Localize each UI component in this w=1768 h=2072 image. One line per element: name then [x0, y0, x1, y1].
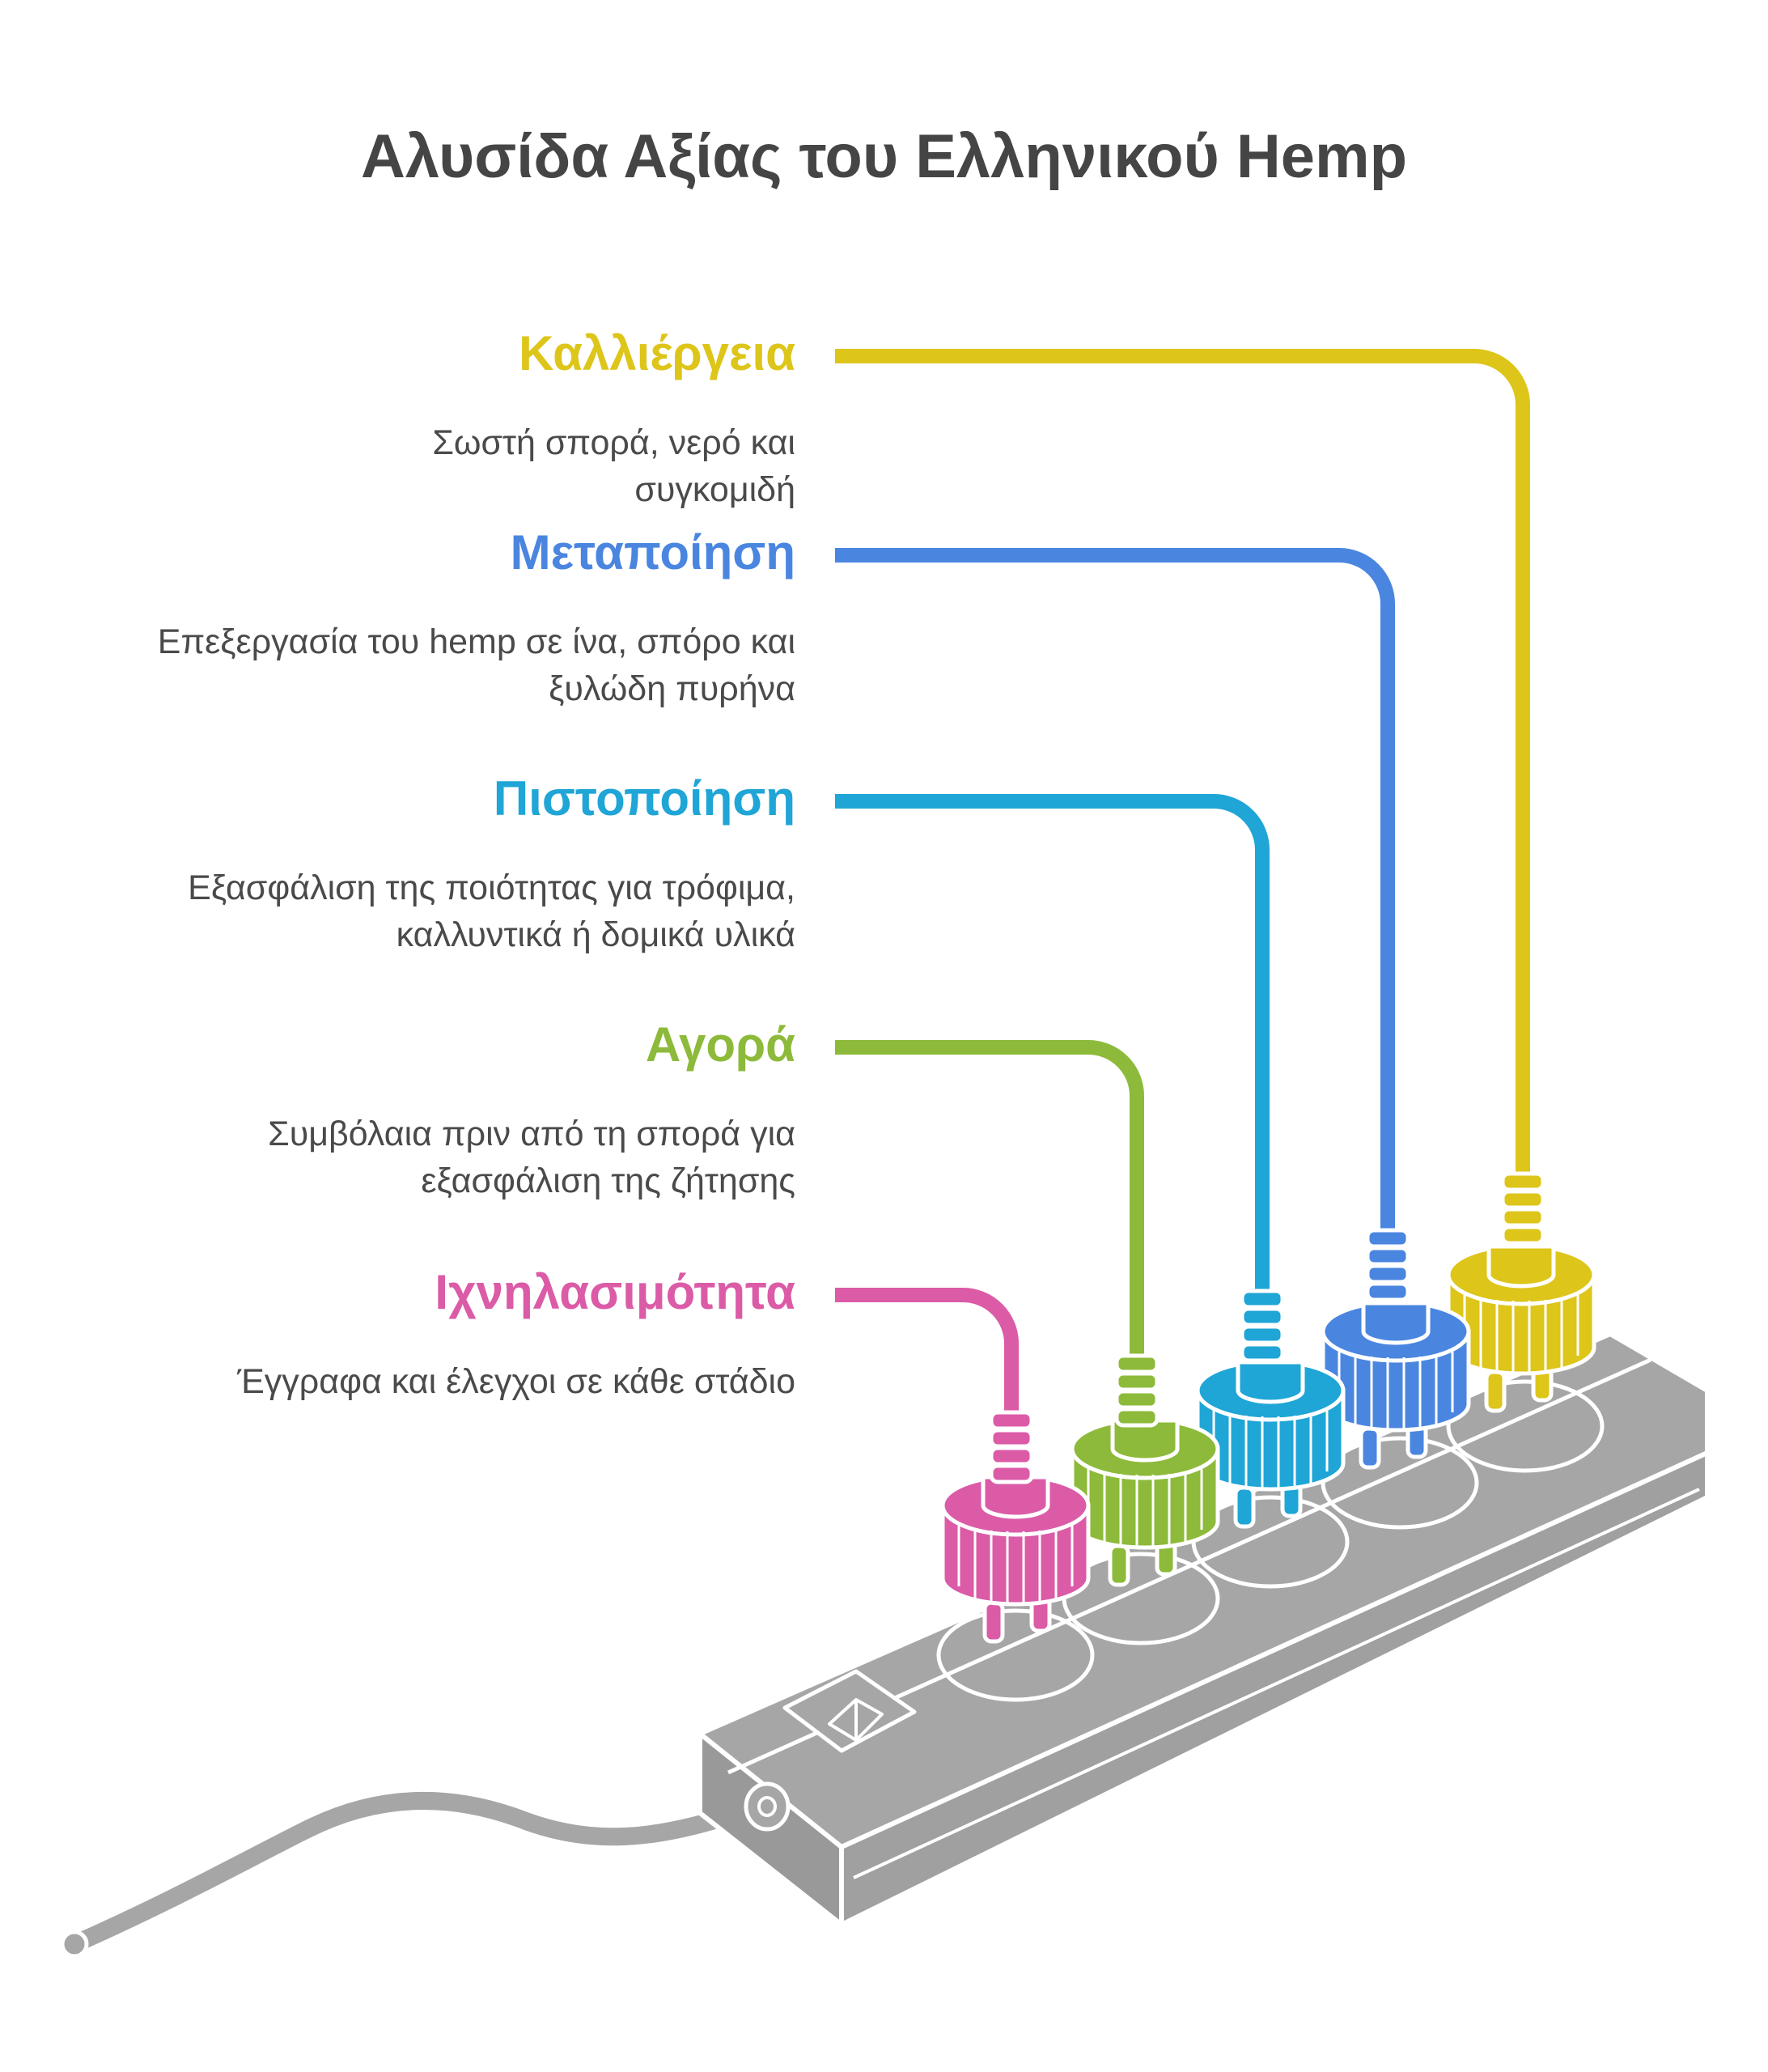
socket-1 — [936, 1608, 1095, 1702]
stage-traceability-description: Έγγραφα και έλεγχοι σε κάθε στάδιο — [237, 1362, 795, 1401]
stage-market: Αγορά Συμβόλαια πριν από τη σπορά για εξ… — [164, 1017, 795, 1204]
stage-processing: Μεταποίηση Επεξεργασία του hemp σε ίνα, … — [43, 524, 795, 712]
socket-5 — [1446, 1379, 1605, 1473]
cord-entry — [744, 1781, 791, 1832]
cables — [835, 349, 1530, 1420]
cable-cultivation — [835, 349, 1530, 1174]
power-strip — [697, 1331, 1710, 1927]
cable-certification — [835, 794, 1270, 1299]
stage-processing-description: Επεξεργασία του hemp σε ίνα, σπόρο και ξ… — [157, 622, 795, 708]
power-cord — [60, 1791, 774, 1959]
cable-traceability — [835, 1288, 1019, 1420]
stage-cultivation: Καλλιέργεια Σωστή σπορά, νερό και συγκομ… — [310, 325, 795, 513]
power-switch — [782, 1669, 917, 1753]
plug-certification — [1195, 1289, 1346, 1529]
cable-processing — [835, 548, 1395, 1238]
stage-traceability-heading: Ιχνηλασιμότητα — [435, 1265, 795, 1319]
stage-market-heading: Αγορά — [645, 1017, 795, 1072]
cable-market — [835, 1040, 1144, 1364]
stage-cultivation-heading: Καλλιέργεια — [519, 326, 795, 380]
stage-traceability: Ιχνηλασιμότητα Έγγραφα και έλεγχοι σε κά… — [43, 1264, 795, 1405]
plug-market — [1070, 1353, 1220, 1587]
stage-certification: Πιστοποίηση Εξασφάλιση της ποιότητας για… — [43, 771, 795, 958]
stage-certification-description: Εξασφάλιση της ποιότητας για τρόφιμα, κα… — [188, 868, 795, 954]
stage-cultivation-description: Σωστή σπορά, νερό και συγκομιδή — [432, 423, 795, 509]
plug-traceability — [940, 1410, 1091, 1644]
stage-market-description: Συμβόλαια πριν από τη σπορά για εξασφάλι… — [268, 1115, 795, 1200]
page-title: Αλυσίδα Αξίας του Ελληνικού Hemp — [360, 122, 1408, 191]
plug-cultivation — [1446, 1171, 1596, 1413]
stage-certification-heading: Πιστοποίηση — [493, 771, 795, 826]
stage-processing-heading: Μεταποίηση — [510, 525, 795, 580]
